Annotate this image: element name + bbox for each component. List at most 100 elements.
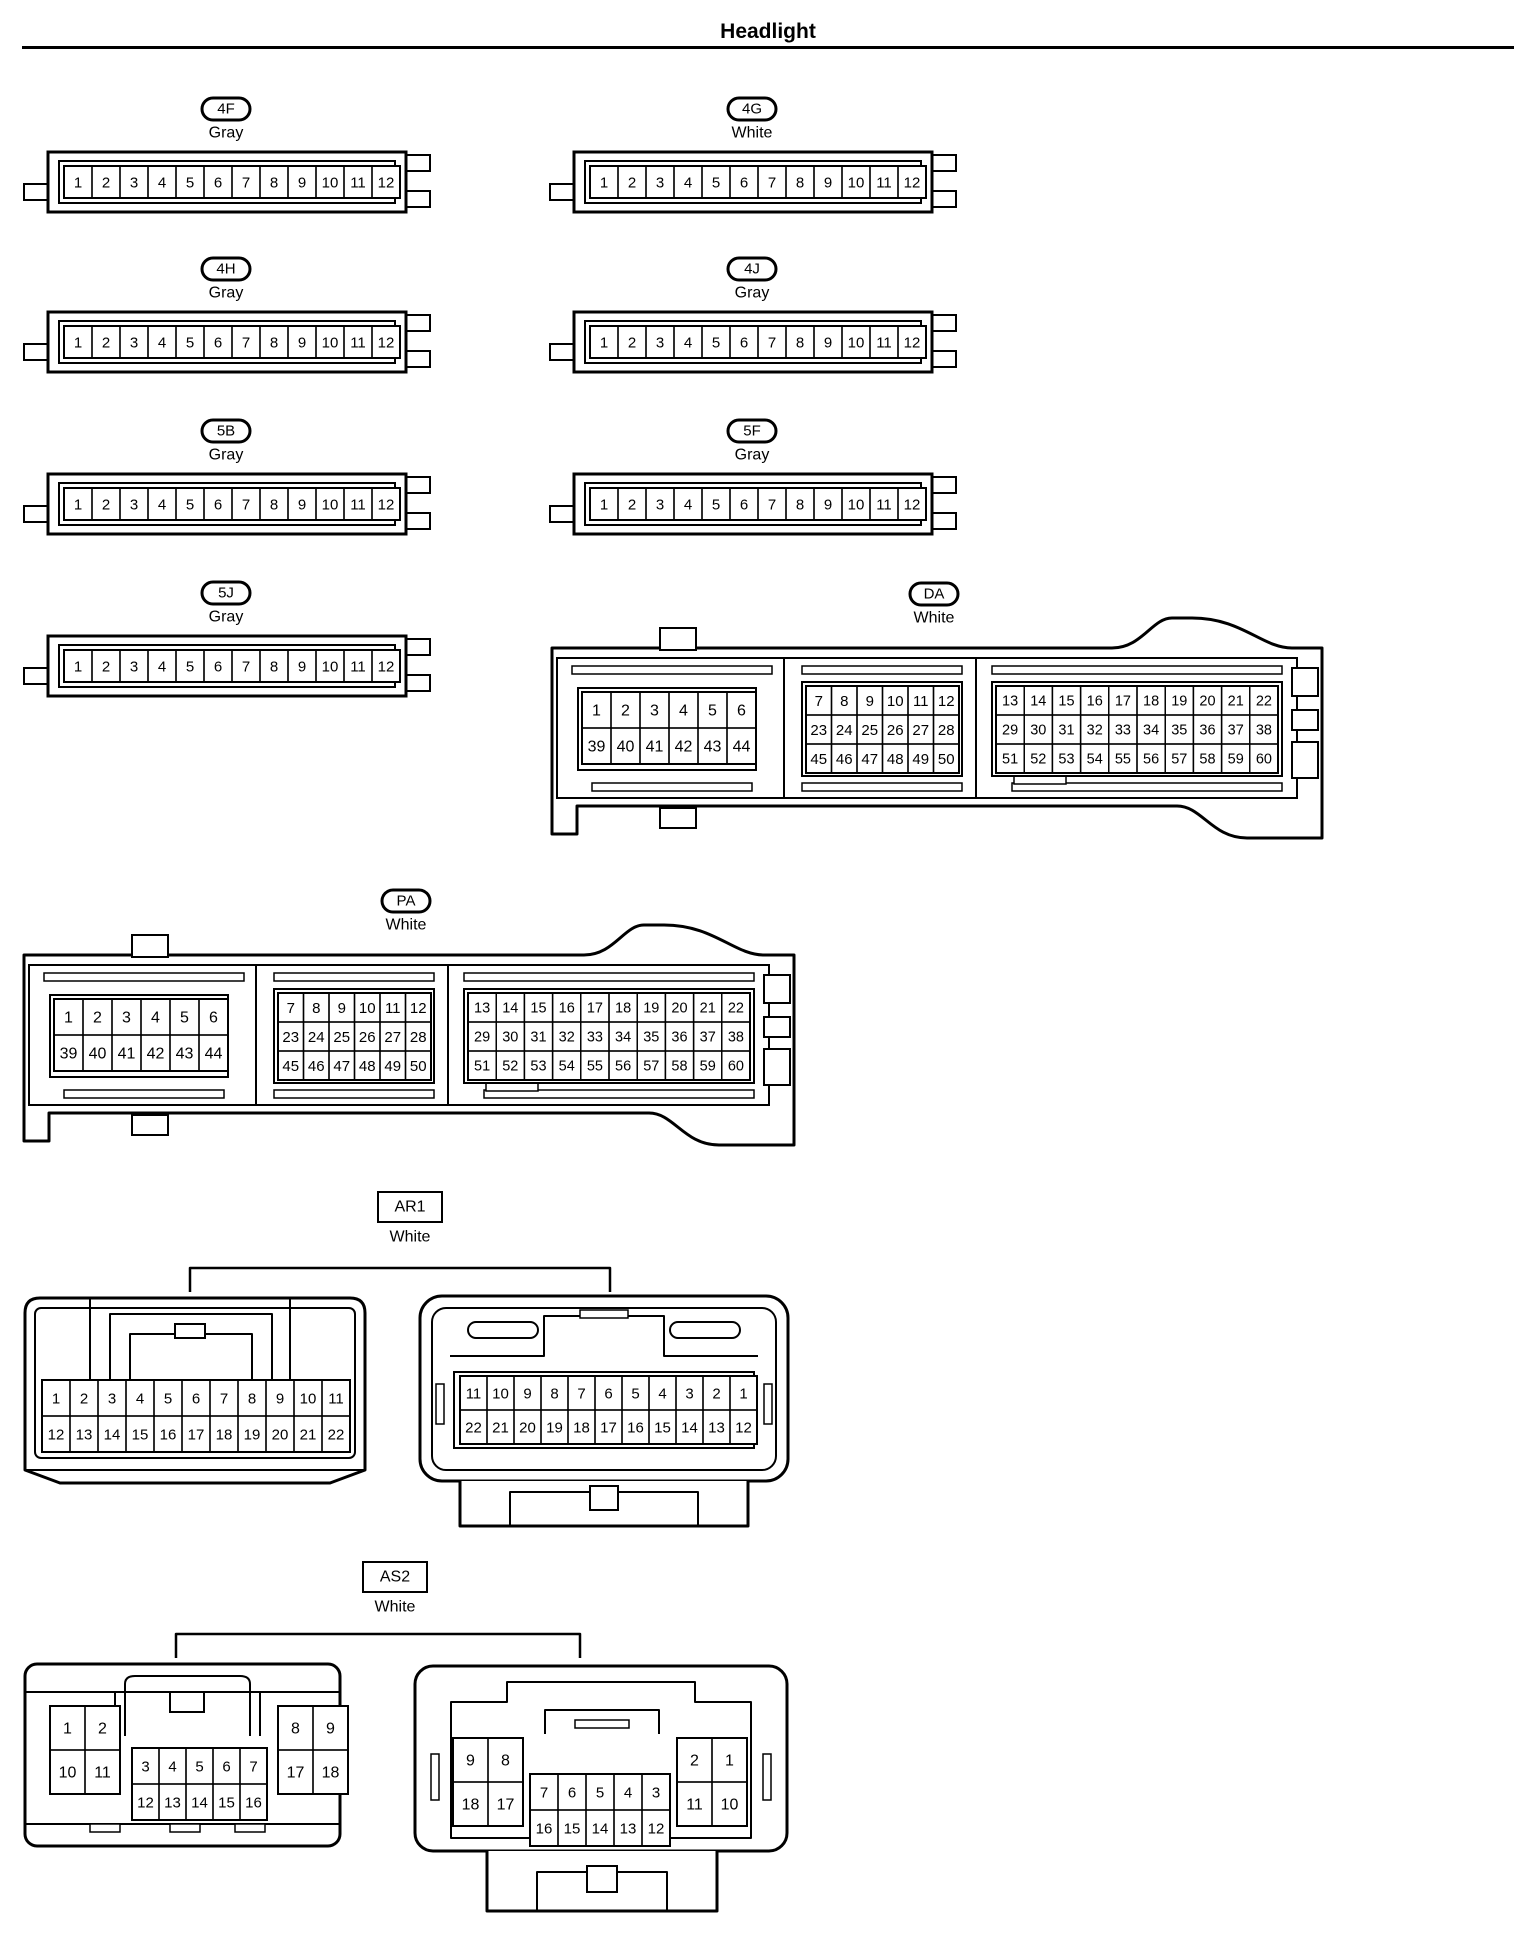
pin-number: 50 [410,1058,427,1075]
pin-number: 3 [130,497,138,514]
pin-cell [726,727,757,765]
pin-number: 16 [559,1001,575,1017]
pin-number: 5 [708,703,717,720]
pin-number: 3 [656,335,664,352]
pin-number: 13 [76,1427,93,1444]
pin-number: 45 [282,1058,299,1075]
pin-number: 11 [350,497,366,514]
pin-cell [371,649,401,683]
foot [169,1823,201,1833]
pin-number: 17 [188,1427,205,1444]
pin-number: 4 [679,703,688,720]
pin-number: 7 [577,1386,585,1403]
rail [273,972,435,982]
pin-number: 13 [620,1821,637,1838]
pin-number: 11 [466,1386,482,1403]
pin-number: 17 [600,1420,617,1437]
pin-number: 3 [130,659,138,676]
pin-number: 13 [1002,694,1018,710]
pin-number: 14 [592,1821,609,1838]
pin-number: 6 [740,175,748,192]
pin-number: 3 [685,1386,693,1403]
pin-number: 9 [824,497,832,514]
pin-number: 46 [836,751,853,768]
rail [63,1089,225,1099]
pair-bracket [174,1632,582,1658]
pin-number: 2 [102,659,110,676]
pin-number: 16 [627,1420,644,1437]
pin-number: 40 [89,1046,107,1063]
pin-number: 2 [102,335,110,352]
pin-number: 9 [298,497,306,514]
pin-number: 7 [249,1759,257,1776]
pin-number: 5 [186,175,194,192]
pin-number: 36 [1199,723,1215,739]
pin-number: 1 [725,1753,734,1770]
pin-number: 9 [338,1000,346,1017]
pin-number: 25 [333,1029,350,1046]
pin-number: 34 [1143,723,1159,739]
pin-number: 7 [287,1000,295,1017]
connector-id: 5B [217,423,235,440]
latch [174,1323,206,1339]
pin-number: 54 [559,1059,575,1075]
pin-number: 14 [1030,694,1046,710]
pin-number: 38 [728,1030,744,1046]
connector-id: AR1 [394,1199,425,1216]
pin-number: 30 [1030,723,1046,739]
pin-number: 1 [600,175,608,192]
pin-number: 2 [628,497,636,514]
rail [1011,782,1283,792]
side-guide [435,1383,445,1425]
side-tab-right [403,190,431,208]
pin-number: 4 [158,659,166,676]
pin-number: 47 [861,751,878,768]
pin-number: 13 [164,1795,181,1812]
connector-id: AS2 [380,1569,410,1586]
pin-number: 17 [1115,694,1131,710]
housing-inner [450,1681,752,1839]
connector-id: DA [924,586,945,603]
pin-number: 48 [359,1058,376,1075]
pin-number: 8 [550,1386,558,1403]
side-tab-right [929,512,957,530]
pin-number: 7 [540,1785,548,1802]
connector-id: 5J [218,585,234,602]
pin-number: 12 [904,175,921,192]
pin-number: 6 [209,1010,218,1027]
pin-number: 7 [242,659,250,676]
pin-number: 37 [700,1030,716,1046]
slot [467,1321,539,1339]
badge-oval [200,580,252,606]
pin-number: 9 [298,175,306,192]
key [574,1719,630,1729]
pin-number: 4 [151,1010,160,1027]
pin-number: 1 [63,1721,72,1738]
pin-number: 9 [866,693,874,710]
pin-number: 12 [648,1821,665,1838]
pin-number: 13 [708,1420,725,1437]
pin-number: 2 [628,335,636,352]
pin-number: 4 [684,335,692,352]
connector-color: White [390,1229,431,1246]
pin-number: 42 [147,1046,165,1063]
pin-number: 3 [130,335,138,352]
pin-number: 2 [628,175,636,192]
pin-number: 18 [1143,694,1159,710]
pin-number: 7 [242,497,250,514]
pin-number: 16 [245,1795,262,1812]
pin-number: 1 [74,335,82,352]
pin-number: 2 [690,1753,699,1770]
pin-number: 26 [359,1029,376,1046]
pin-number: 23 [810,722,827,739]
pin-number: 16 [1087,694,1103,710]
pin-number: 3 [122,1010,131,1027]
